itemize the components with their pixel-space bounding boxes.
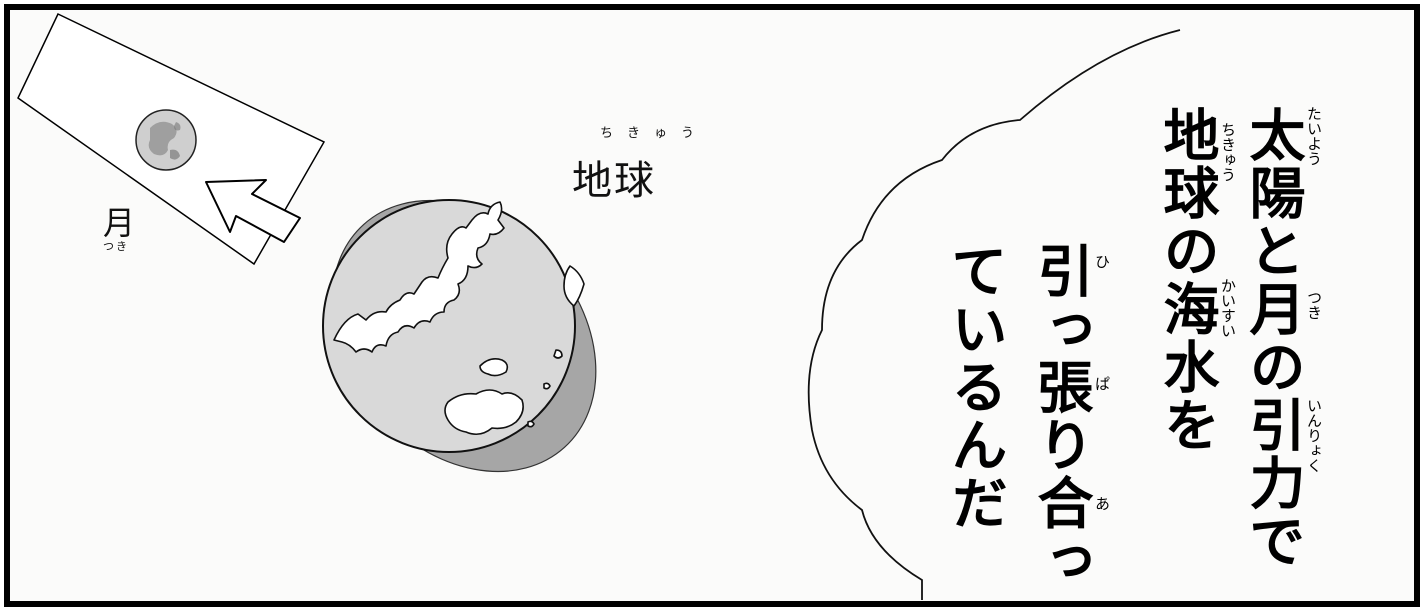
earth-sphere	[322, 199, 576, 453]
ruby-inryoku: いんりょく	[1305, 398, 1323, 473]
speech-line-4: ているんだ	[942, 242, 1007, 532]
moon-label: 月	[103, 204, 136, 242]
earth-label: 地球	[572, 158, 656, 204]
pull-arrow	[205, 179, 301, 243]
earth-ruby: ちきゅう	[600, 126, 709, 141]
speech-line-2: 地球の海水を	[1154, 106, 1219, 454]
comic-panel: ちきゅう 地球 月 つき 太陽と月の引力で 地球の海水を 引っ張り合っ ているん…	[4, 4, 1420, 607]
earth-continents	[333, 201, 585, 436]
ruby-taiyou: たいよう	[1305, 106, 1323, 166]
ruby-chikyuu: ちきゅう	[1219, 122, 1237, 182]
speech-cloud	[807, 29, 1181, 600]
speech-line-1: 太陽と月の引力で	[1240, 106, 1305, 570]
ruby-hi: ひ	[1093, 254, 1111, 269]
ruby-kaisui: かいすい	[1219, 278, 1237, 338]
moon-ruby: つき	[103, 240, 129, 253]
ruby-tsuki: つき	[1305, 290, 1323, 320]
ruby-a: あ	[1093, 496, 1111, 511]
ruby-pa: ぱ	[1093, 376, 1111, 391]
speech-line-3: 引っ張り合っ	[1028, 242, 1093, 590]
tide-illustration	[17, 12, 1181, 600]
